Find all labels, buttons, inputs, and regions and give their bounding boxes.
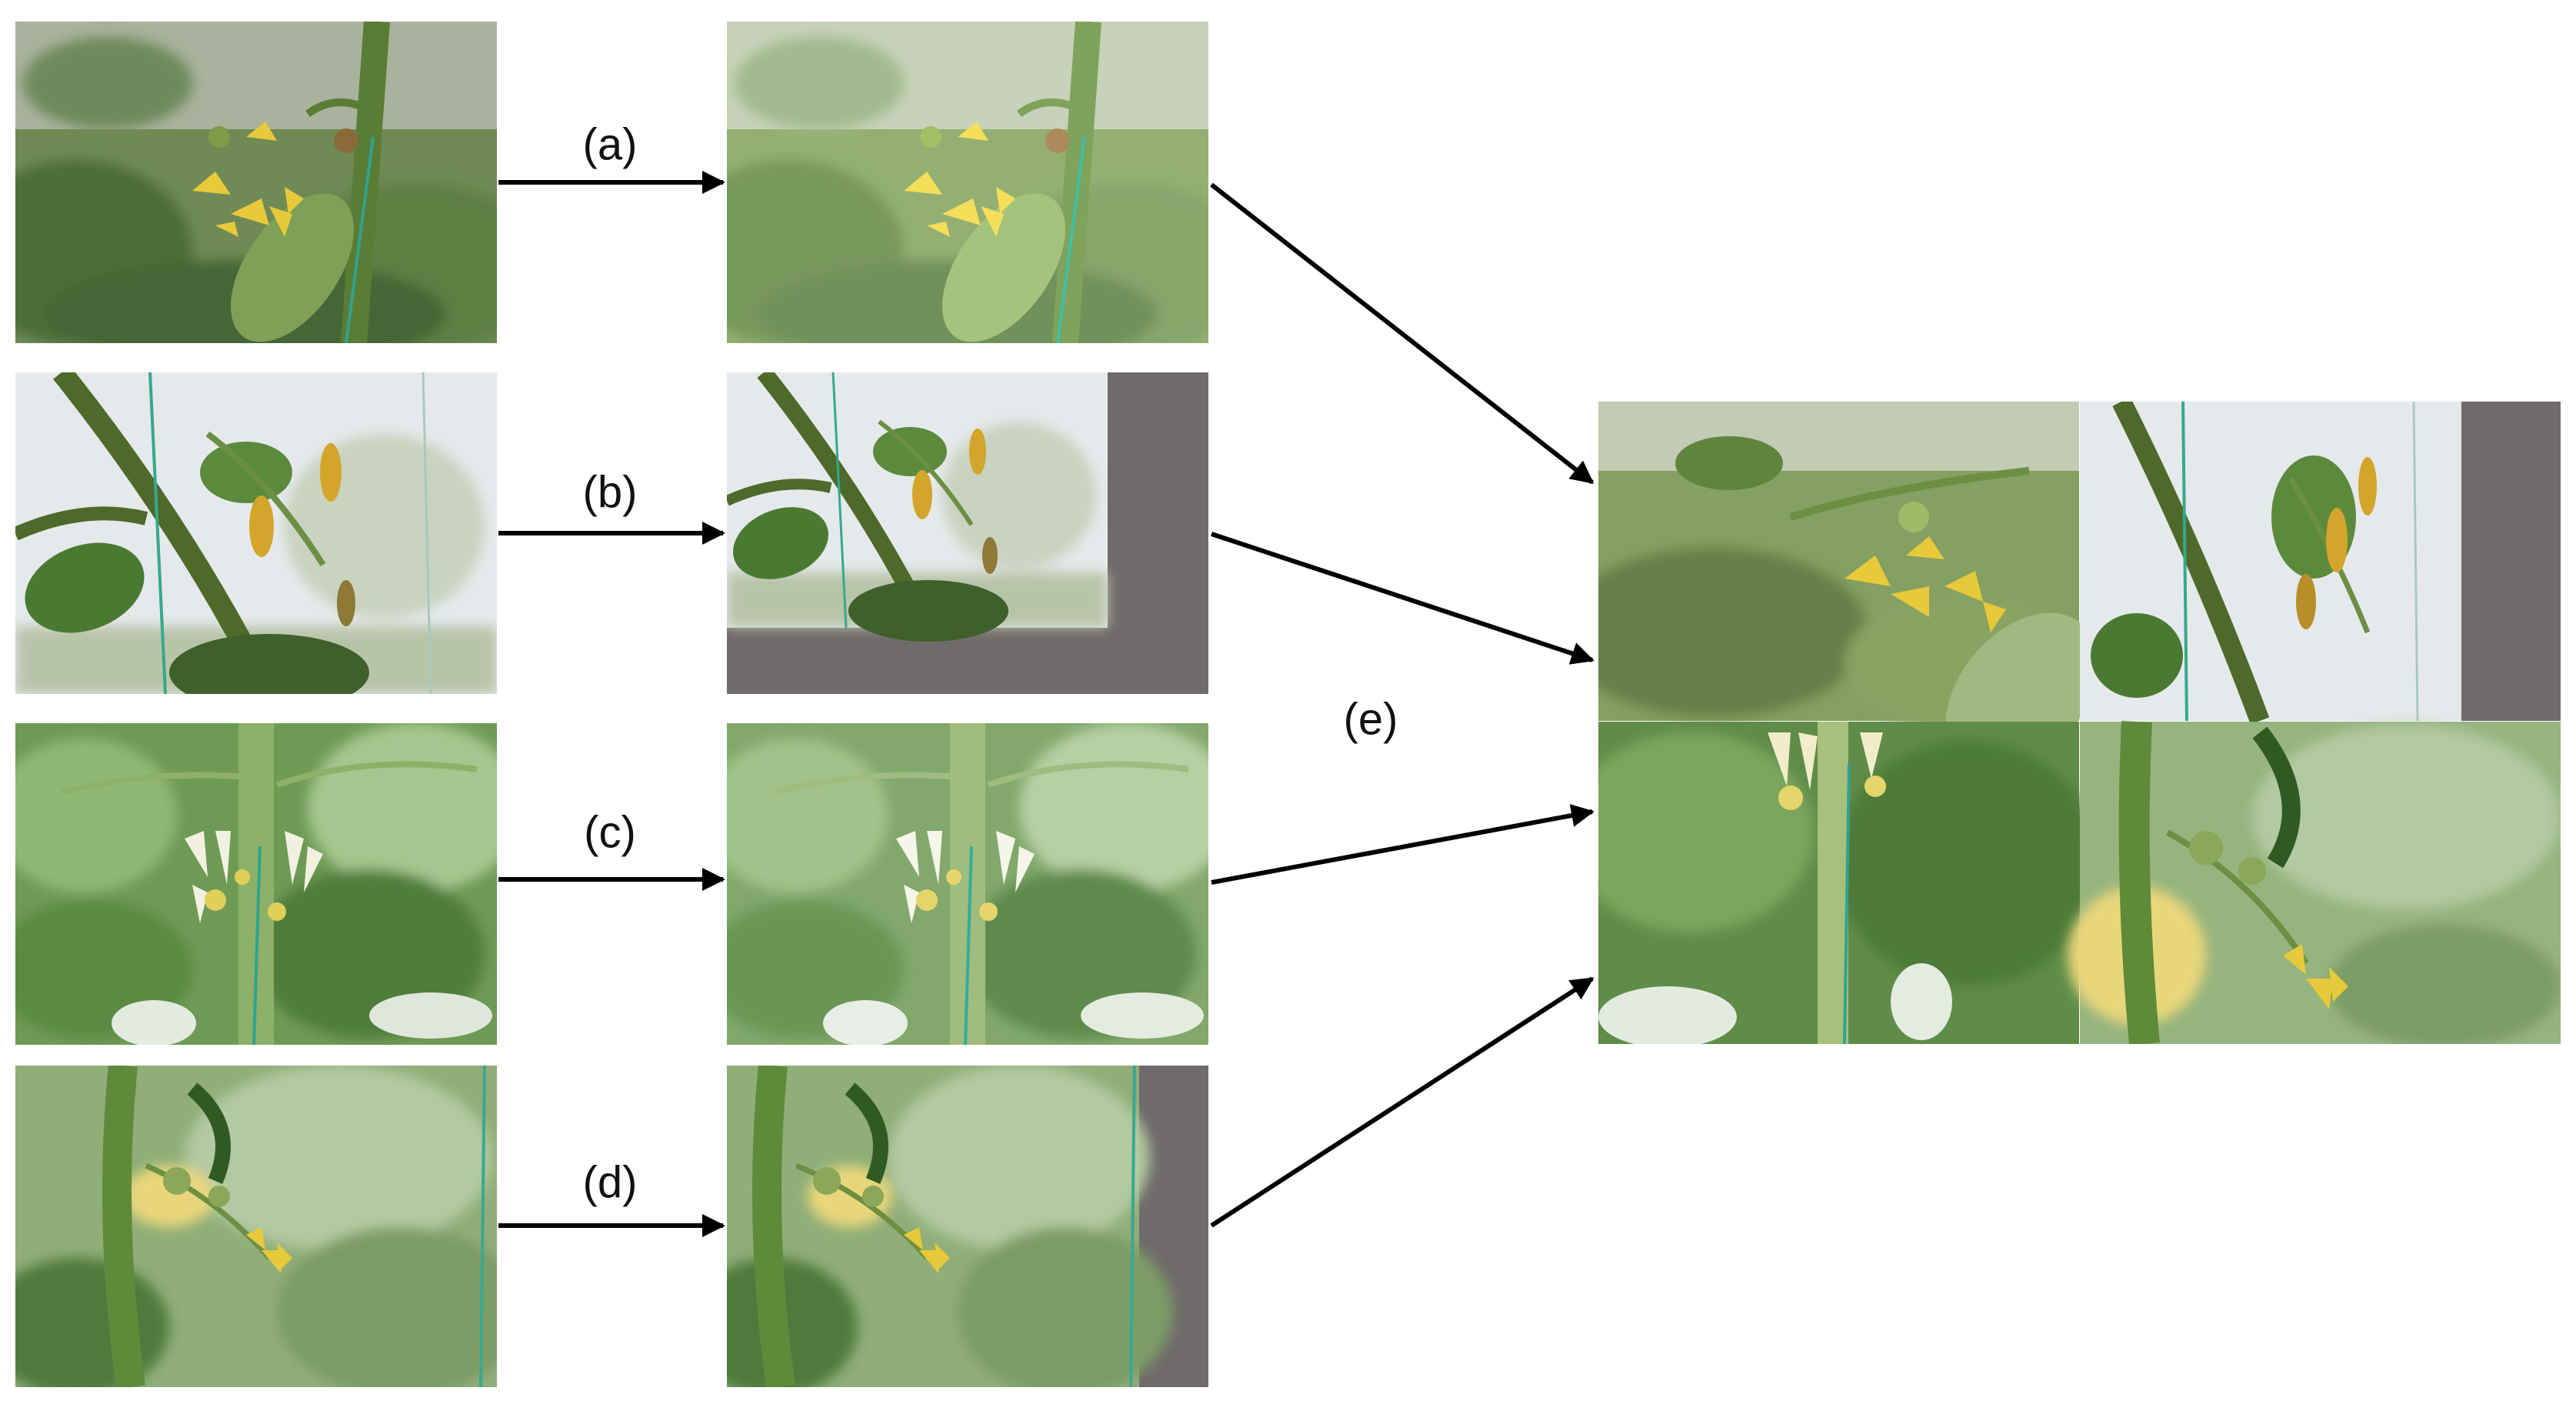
arrow-c-to-e	[1211, 804, 1595, 885]
photo-d-output	[727, 1066, 1208, 1387]
photo-c-output	[727, 723, 1208, 1045]
arrow-b-to-e	[1211, 532, 1595, 665]
photo-a-input	[15, 22, 497, 343]
photo-b-input	[15, 372, 497, 694]
label-d: (d)	[582, 1157, 638, 1208]
photo-c-input	[15, 723, 497, 1045]
arrow-d-to-e	[1210, 976, 1595, 1228]
label-b: (b)	[582, 467, 638, 518]
label-c: (c)	[584, 807, 636, 858]
mosaic-e	[1598, 402, 2561, 1044]
label-a: (a)	[582, 119, 638, 170]
photo-b-output	[727, 372, 1208, 694]
arrow-a-to-e	[1210, 182, 1595, 485]
label-e: (e)	[1343, 694, 1398, 745]
photo-d-input	[15, 1066, 497, 1387]
photo-a-output	[727, 22, 1208, 343]
